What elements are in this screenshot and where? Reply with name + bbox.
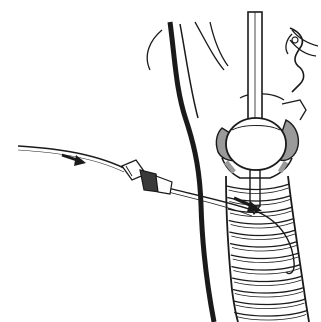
- trachea-ring: [233, 288, 304, 294]
- endotracheal-tube: [248, 12, 262, 214]
- trachea-rings: [227, 184, 308, 320]
- trachea-ring: [230, 242, 297, 248]
- trachea-ring: [234, 299, 306, 305]
- trachea-ring: [232, 276, 302, 282]
- neck-skin-contour: [147, 22, 214, 322]
- tube-cuff: [226, 118, 286, 170]
- trachea-ring: [231, 265, 300, 271]
- needle-hub: [122, 160, 172, 194]
- trachea-ring: [234, 311, 307, 317]
- trachea-ring: [229, 219, 295, 225]
- trachea-ring: [231, 253, 299, 259]
- epiglottis: [286, 28, 304, 92]
